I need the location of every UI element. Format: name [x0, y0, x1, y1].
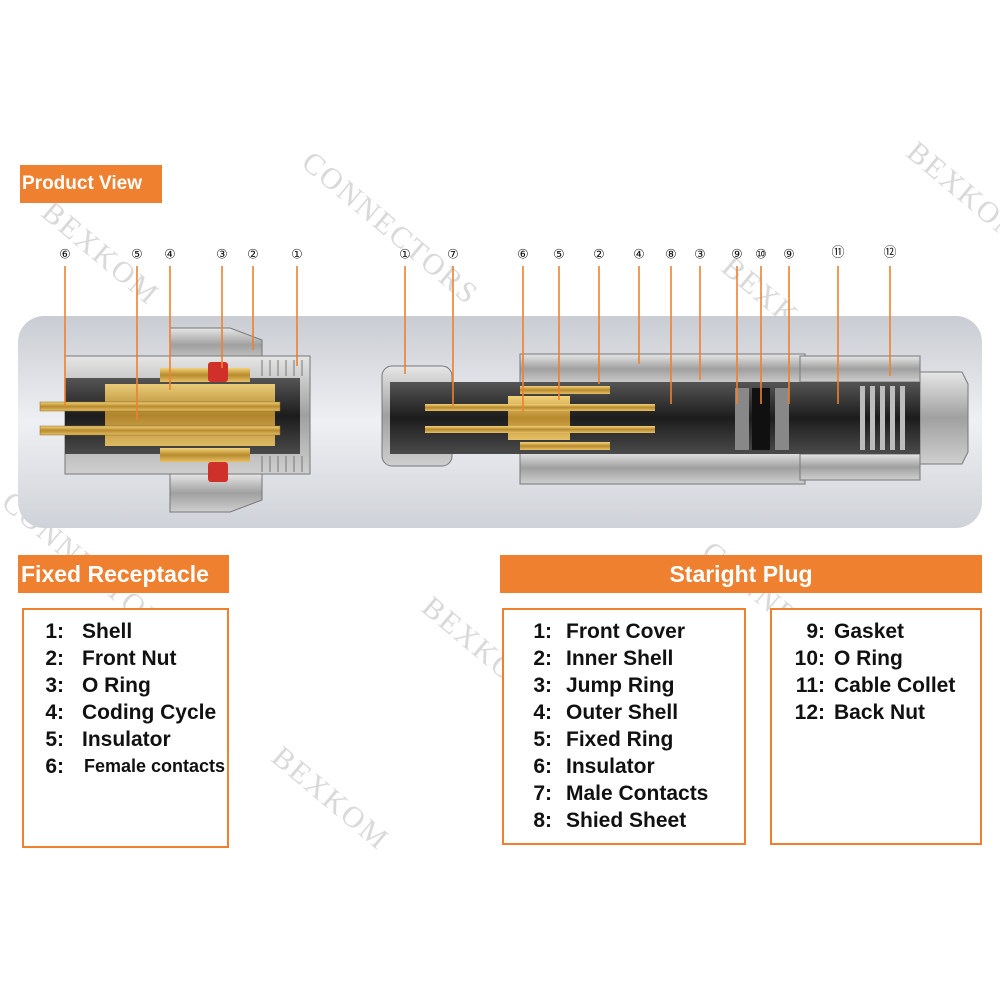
- item-number: 7:: [533, 782, 552, 805]
- item-label: Front Nut: [82, 647, 177, 670]
- straight-plug-list-a: 1:Front Cover 2:Inner Shell 3:Jump Ring …: [516, 618, 708, 834]
- item-number: 11:: [795, 674, 825, 697]
- callout-receptacle-4: ④: [164, 248, 176, 263]
- item-label: Shied Sheet: [566, 809, 687, 832]
- callout-plug-10: ⑩: [755, 248, 767, 263]
- item-label: Female contacts: [84, 756, 226, 776]
- item-label: Gasket: [834, 620, 905, 643]
- callout-plug-5: ⑤: [553, 248, 565, 263]
- callout-plug-9b: ⑨: [783, 248, 795, 263]
- fixed-receptacle-title: Fixed Receptacle: [18, 555, 229, 593]
- callout-receptacle-5: ⑤: [131, 248, 143, 263]
- item-label: Fixed Ring: [566, 728, 674, 751]
- watermark-brand-5: BEXKOM: [901, 135, 1000, 252]
- item-label: Inner Shell: [566, 647, 674, 670]
- item-label: Cable Collet: [834, 674, 956, 697]
- callout-receptacle-3: ③: [216, 248, 228, 263]
- list-item: 5: Insulator: [34, 726, 170, 753]
- callout-receptacle-2: ②: [247, 248, 259, 263]
- list-item: 4: Coding Cycle: [34, 699, 216, 726]
- callout-plug-11: ⑪: [831, 246, 844, 261]
- callout-receptacle-6: ⑥: [59, 248, 71, 263]
- callout-plug-4: ④: [633, 248, 645, 263]
- callout-plug-2: ②: [593, 248, 605, 263]
- item-label: Male Contacts: [566, 782, 709, 805]
- item-number: 1:: [533, 620, 552, 643]
- item-label: Outer Shell: [566, 701, 679, 724]
- list-item: 3: O Ring: [34, 672, 151, 699]
- item-label: O Ring: [834, 647, 903, 670]
- list-item: 4: Outer Shell: [516, 699, 678, 726]
- item-number: 10:: [794, 647, 825, 670]
- item-number: 6:: [533, 755, 552, 778]
- callout-plug-12: ⑫: [883, 246, 896, 261]
- straight-plug-legend-b: 9: Gasket 10: O Ring 11: Cable Collet 12: Ba…: [770, 608, 982, 845]
- list-item: 1: Front Cover: [516, 618, 685, 645]
- list-item: 5: Fixed Ring: [516, 726, 673, 753]
- fixed-receptacle-cutaway: [39, 327, 311, 513]
- item-number: 2:: [533, 647, 552, 670]
- item-number: 3:: [533, 674, 552, 697]
- list-item: 11: Cable Collet: [780, 672, 956, 699]
- item-number: 3:: [45, 674, 64, 697]
- list-item: 9: Gasket: [780, 618, 904, 645]
- list-item: 2: Front Nut: [34, 645, 176, 672]
- item-number: 6:: [45, 755, 64, 778]
- list-item: 10: O Ring: [780, 645, 903, 672]
- callout-plug-3: ③: [694, 248, 706, 263]
- receptacle-callouts: ⑥ ⑤ ④ ③ ② ①: [59, 248, 303, 263]
- watermark-brand-1: BEXKOM: [36, 195, 166, 312]
- callout-plug-8: ⑧: [665, 248, 677, 263]
- callout-receptacle-1: ①: [291, 248, 303, 263]
- item-number: 4:: [533, 701, 552, 724]
- item-number: 12:: [794, 701, 825, 724]
- item-number: 5:: [45, 728, 64, 751]
- straight-plug-list-b: 9: Gasket 10: O Ring 11: Cable Collet 12: Ba…: [780, 618, 956, 726]
- callout-plug-6: ⑥: [517, 248, 529, 263]
- item-label: Shell: [82, 620, 133, 643]
- list-item: 8: Shied Sheet: [516, 807, 686, 834]
- list-item: 6: Insulator: [516, 753, 654, 780]
- watermark-brand-4: BEXKOM: [266, 740, 396, 857]
- fixed-receptacle-legend: 1: Shell 2: Front Nut 3: O Ring 4: Coding Cy…: [22, 608, 229, 848]
- list-item: 1: Shell: [34, 618, 132, 645]
- watermark-sub-1: CONNECTORS: [296, 145, 485, 311]
- list-item: 2: Inner Shell: [516, 645, 673, 672]
- callout-leaders: [64, 266, 891, 420]
- list-item: 12: Back Nut: [780, 699, 925, 726]
- callout-plug-1: ①: [399, 248, 411, 263]
- item-number: 5:: [533, 728, 552, 751]
- item-number: 2:: [45, 647, 64, 670]
- list-item: 3: Jump Ring: [516, 672, 674, 699]
- list-item: 7: Male Contacts: [516, 780, 708, 807]
- callout-plug-7: ⑦: [447, 248, 459, 263]
- item-number: 9:: [806, 620, 825, 643]
- item-number: 4:: [45, 701, 64, 724]
- product-view-title: Product View: [20, 165, 162, 203]
- item-label: Jump Ring: [566, 674, 675, 697]
- list-item: 6: Female contacts: [34, 753, 225, 780]
- straight-plug-legend-a: 1:Front Cover 2:Inner Shell 3:Jump Ring …: [502, 608, 746, 845]
- plug-callouts: ① ⑦ ⑥ ⑤ ② ④ ⑧ ③ ⑨ ⑩ ⑨ ⑪ ⑫: [399, 246, 896, 263]
- straight-plug-cutaway: [381, 353, 969, 485]
- item-label: Coding Cycle: [82, 701, 217, 724]
- straight-plug-title: Staright Plug: [500, 555, 982, 593]
- item-label: Back Nut: [834, 701, 926, 724]
- callout-plug-9a: ⑨: [731, 248, 743, 263]
- item-number: 1:: [45, 620, 64, 643]
- item-label: Front Cover: [566, 620, 686, 643]
- item-number: 8:: [533, 809, 552, 832]
- item-label: Insulator: [566, 755, 655, 778]
- item-label: O Ring: [82, 674, 151, 697]
- item-label: Insulator: [82, 728, 171, 751]
- fixed-receptacle-list: 1: Shell 2: Front Nut 3: O Ring 4: Coding Cy…: [34, 618, 225, 780]
